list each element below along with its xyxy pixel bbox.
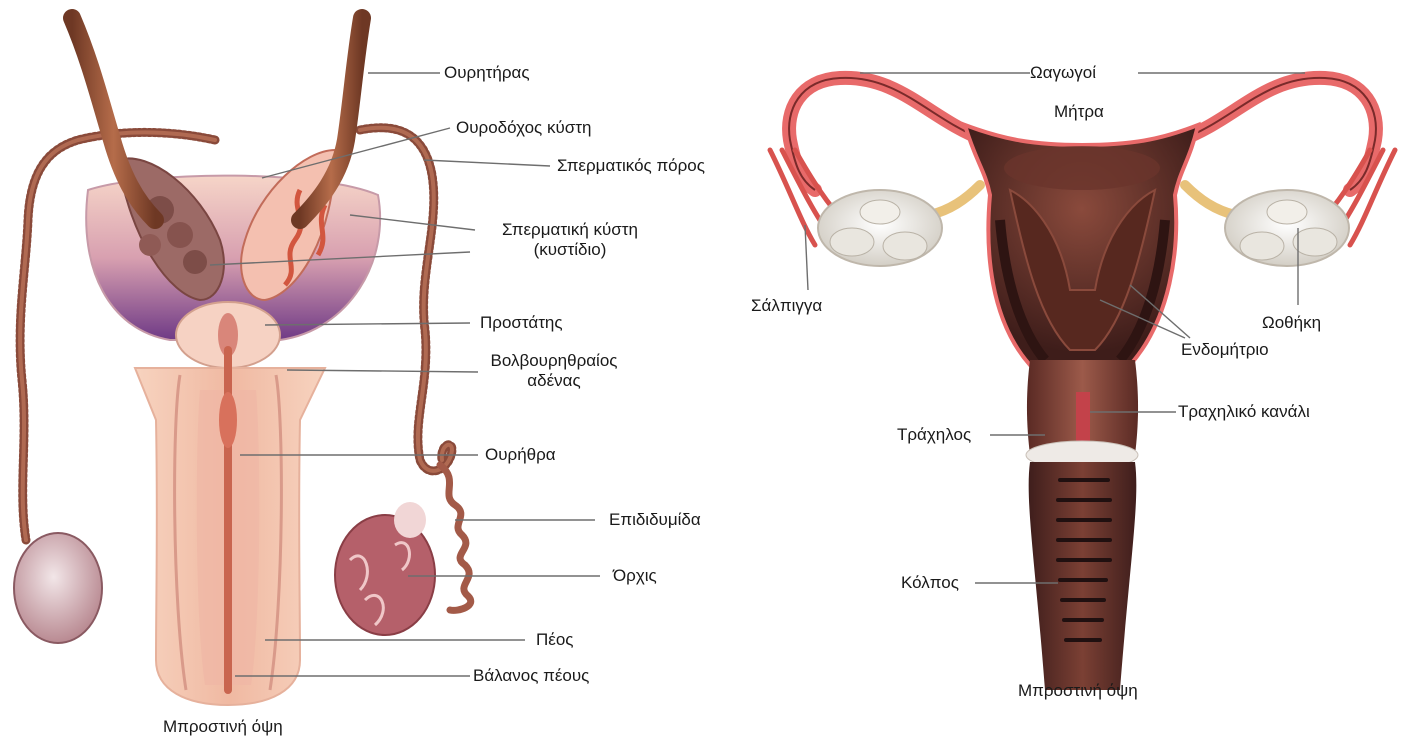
label-ovary: Ωοθήκη	[1262, 313, 1321, 333]
label-bulbourethral-line1: Βολβουρηθραίος	[480, 351, 628, 371]
label-cervical-canal: Τραχηλικό κανάλι	[1178, 402, 1310, 422]
label-ureter: Ουρητήρας	[444, 63, 530, 83]
label-vagina: Κόλπος	[901, 573, 959, 593]
label-seminal-vesicle: Σπερματική κύστη (κυστίδιο)	[470, 220, 670, 260]
label-testis: Όρχις	[613, 566, 657, 586]
label-urethra: Ουρήθρα	[485, 445, 556, 465]
label-seminal-vesicle-line2: (κυστίδιο)	[470, 240, 670, 260]
label-uterus: Μήτρα	[1054, 102, 1104, 122]
vas-deferens-right	[360, 128, 452, 471]
label-cervix: Τράχηλος	[897, 425, 971, 445]
epididymis	[440, 465, 471, 610]
label-vas-deferens: Σπερματικός πόρος	[557, 156, 705, 176]
label-penis: Πέος	[536, 630, 574, 650]
testis-left	[14, 533, 102, 643]
caption-male: Μπροστινή όψη	[163, 717, 283, 737]
label-bulbourethral-line2: αδένας	[480, 371, 628, 391]
label-fimbria: Σάλπιγγα	[751, 296, 822, 316]
fallopian-tube-right	[1180, 78, 1376, 190]
label-glans: Βάλανος πέους	[473, 666, 589, 686]
label-endometrium: Ενδομήτριο	[1181, 340, 1269, 360]
label-bulbourethral: Βολβουρηθραίος αδένας	[480, 351, 628, 391]
fallopian-tube-left	[789, 78, 985, 190]
label-prostate: Προστάτης	[480, 313, 563, 333]
male-anatomy	[14, 18, 471, 705]
female-anatomy	[770, 78, 1395, 690]
caption-female: Μπροστινή όψη	[1018, 681, 1138, 701]
label-epididymis: Επιδιδυμίδα	[609, 510, 701, 530]
vagina	[1029, 462, 1137, 690]
label-fallopian-tubes: Ωαγωγοί	[1030, 63, 1096, 83]
label-seminal-vesicle-line1: Σπερματική κύστη	[470, 220, 670, 240]
label-bladder: Ουροδόχος κύστη	[456, 118, 591, 138]
